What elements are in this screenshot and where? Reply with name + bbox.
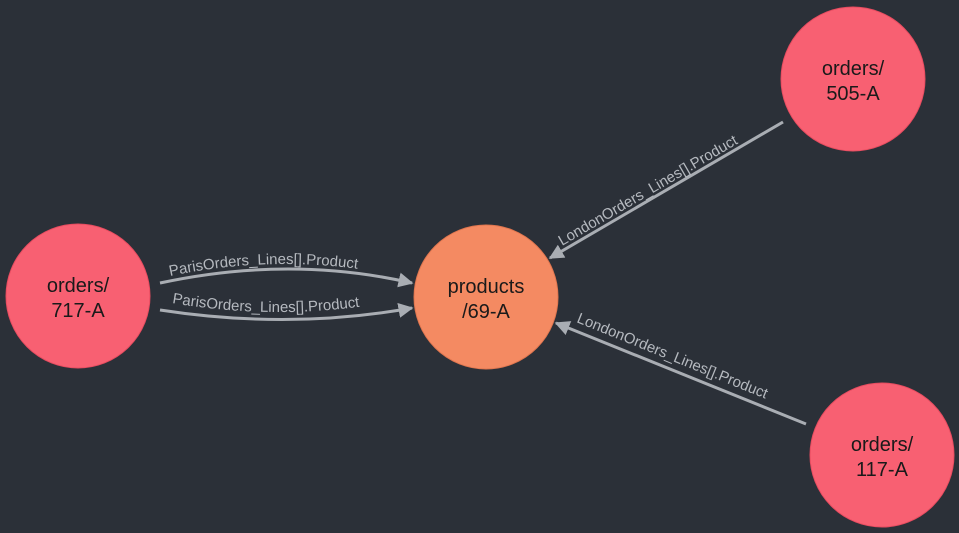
edge-london-orders-bottom[interactable] (554, 321, 807, 426)
node-order-717[interactable]: orders/ 717-A (5, 223, 151, 369)
edge-label-london-bottom: LondonOrders_Lines[].Product (574, 310, 771, 403)
node-product-69-circle[interactable] (413, 224, 559, 370)
node-order-717-line2: 717-A (51, 300, 105, 322)
node-order-505-line2: 505-A (826, 83, 880, 105)
node-order-505-line1: orders/ (822, 58, 885, 80)
edge-paris-orders-bottom[interactable] (159, 303, 414, 321)
edge-paris-orders-top[interactable] (159, 267, 414, 288)
node-order-117-line2: 117-A (856, 459, 909, 481)
node-product-69-line1: products (448, 276, 525, 298)
edge-label-london-top: LondonOrders_Lines[].Product (555, 132, 741, 250)
node-order-117-circle[interactable] (809, 382, 955, 528)
edge-label-paris-bottom: ParisOrders_Lines[].Product (171, 290, 361, 316)
node-order-505-circle[interactable] (780, 6, 926, 152)
node-product-69[interactable]: products /69-A (413, 224, 559, 370)
node-order-717-circle[interactable] (5, 223, 151, 369)
node-order-717-line1: orders/ (47, 275, 110, 297)
nodes-layer: orders/ 505-A orders/ 717-A products /69… (5, 6, 955, 528)
node-order-117-line1: orders/ (851, 434, 914, 456)
edge-london-orders-top[interactable] (548, 120, 784, 260)
node-order-117[interactable]: orders/ 117-A (809, 382, 955, 528)
node-order-505[interactable]: orders/ 505-A (780, 6, 926, 152)
node-product-69-line2: /69-A (462, 301, 510, 323)
